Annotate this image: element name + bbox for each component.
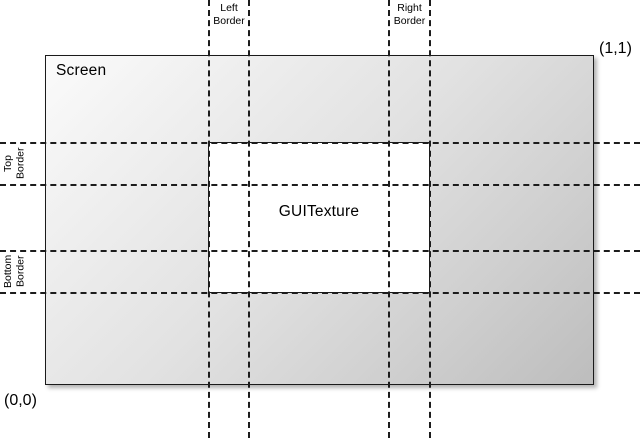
guide-line-horizontal-bottom-outer xyxy=(0,292,640,294)
top-border-label: Top Border xyxy=(2,143,27,184)
guide-line-vertical-right-inner xyxy=(388,0,390,438)
guide-line-horizontal-top-inner xyxy=(0,184,640,186)
screen-label: Screen xyxy=(56,62,107,79)
bottom-border-label-line2: Border xyxy=(14,255,27,288)
guitexture-label: GUITexture xyxy=(278,203,360,220)
top-border-label-line1: Top xyxy=(2,155,14,172)
guide-line-vertical-left-outer xyxy=(208,0,210,438)
bottom-border-label: Bottom Border xyxy=(2,251,27,292)
left-border-label-line1: Left xyxy=(220,2,238,14)
top-border-label-line2: Border xyxy=(14,147,27,180)
right-border-label: Right Border xyxy=(389,2,430,27)
left-border-label: Left Border xyxy=(209,2,249,27)
guide-line-horizontal-top-outer xyxy=(0,142,640,144)
guide-line-horizontal-bottom-inner xyxy=(0,250,640,252)
right-border-label-line1: Right xyxy=(397,2,422,14)
left-border-label-line2: Border xyxy=(213,14,245,27)
guide-line-vertical-left-inner xyxy=(248,0,250,438)
right-border-label-line2: Border xyxy=(393,14,426,27)
bottom-border-label-line1: Bottom xyxy=(2,254,14,289)
guide-line-vertical-right-outer xyxy=(429,0,431,438)
coordinate-label-max: (1,1) xyxy=(599,40,632,57)
coordinate-label-origin: (0,0) xyxy=(4,392,37,409)
guitexture-rectangle xyxy=(208,142,430,293)
